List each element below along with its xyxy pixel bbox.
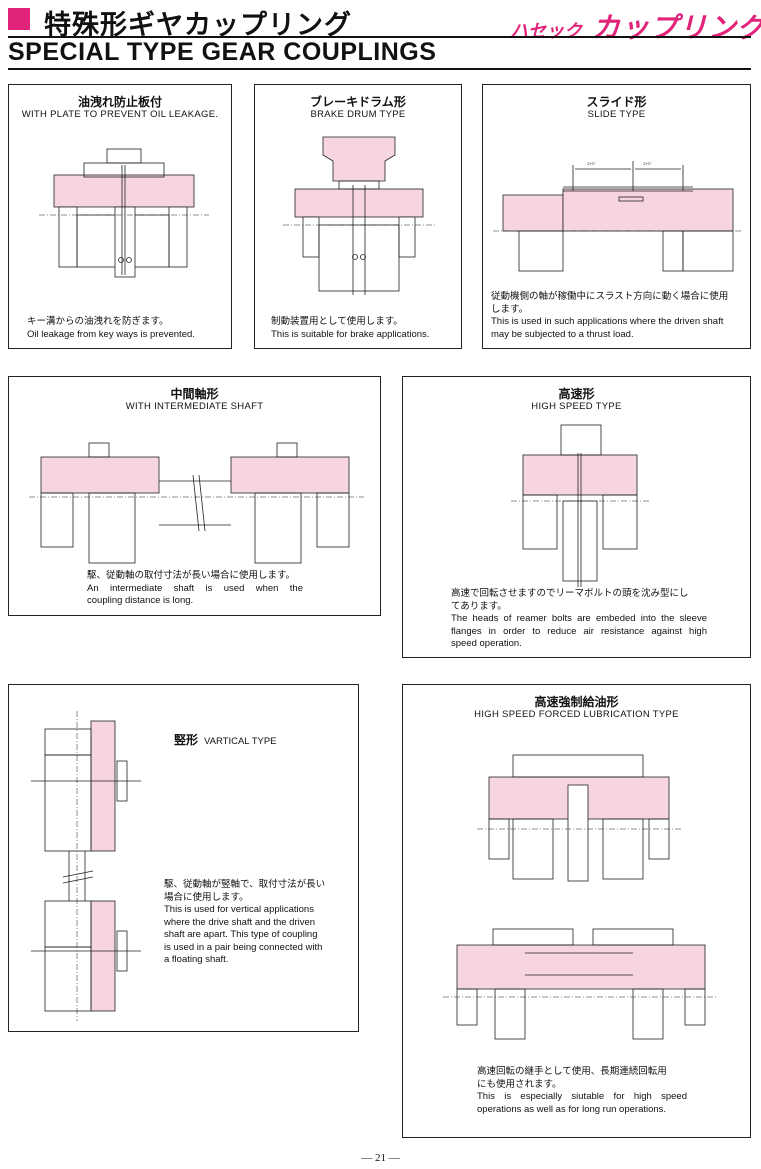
desc-line: 従動機側の軸が稼働中にスラスト方向に動く場合に使用 [491,291,729,302]
panel-description: 高速回転の継手として使用、長期連続回転用 にも使用されます。 This is e… [477,1066,687,1116]
panel-description: 駆、従動軸が竪軸で、取付寸法が長い 場合に使用します。 This is used… [164,879,344,967]
panel-title-en: HIGH SPEED TYPE [531,401,622,412]
desc-line: a floating shaft. [164,954,229,965]
desc-line: is used in a pair being connected with [164,941,323,953]
panel-description: キー溝からの油洩れを防ぎます。 Oil leakage from key way… [27,316,195,341]
figure-vertical [31,711,141,1021]
panel-title-en: SLIDE TYPE [587,109,646,120]
desc-line: coupling distance is long. [87,595,194,606]
panel-forced-lubrication: 高速強制給油形 HIGH SPEED FORCED LUBRICATION TY… [402,684,751,1138]
page-number: ― 21 ― [361,1152,400,1164]
desc-line: operations as well as for long run opera… [477,1103,667,1115]
desc-line: flanges in order to reduce air resistanc… [451,625,707,637]
panel-oil-leakage: 油洩れ防止板付 WITH PLATE TO PREVENT OIL LEAKAG… [8,84,232,349]
panel-intermediate-shaft: 中間軸形 WITH INTERMEDIATE SHAFT 駆、従動軸の取付寸法が… [8,376,381,616]
figure-high-speed [511,424,651,587]
panel-high-speed: 高速形 HIGH SPEED TYPE 高速で回転させますのでリーマボルトの頭を… [402,376,751,658]
desc-line: します。 [491,303,529,315]
panel-title-en: WITH PLATE TO PREVENT OIL LEAKAGE. [21,109,219,120]
desc-line: 制動装置用として使用します。 [271,316,403,327]
desc-line: てあります。 [451,600,507,612]
panel-title-en: HIGH SPEED FORCED LUBRICATION TYPE [474,709,679,720]
desc-line: 駆、従動軸が竪軸で、取付寸法が長い [164,879,326,890]
desc-line: 駆、従動軸の取付寸法が長い場合に使用します。 [87,570,296,581]
figure-forced-lubrication [443,754,717,1040]
desc-line: shaft are apart. This type of coupling [164,929,318,940]
panel-description: 駆、従動軸の取付寸法が長い場合に使用します。 An intermediate s… [87,570,303,608]
figure-intermediate-shaft [29,442,364,564]
panel-vertical: 竪形 VARTICAL TYPE 駆、従動軸が竪軸で、取付寸法が長い 場合に使用し… [8,684,359,1032]
panel-title-jp: 竪形 [174,733,199,747]
panel-slide: スライド形 SLIDE TYPE ｽﾗｲﾄﾞ ｽﾗｲﾄﾞ 従動機側の軸が稼働中に… [482,84,751,349]
brand-logo-big: カップリング [592,11,761,44]
desc-line: where the drive shaft and the driven [164,916,316,928]
brand-logo-small: ハセック [510,21,582,42]
panel-brake-drum: ブレーキドラム形 BRAKE DRUM TYPE 制動装置用として使用します。 … [254,84,462,349]
page-title-jp: 特殊形ギヤカップリング [44,10,352,41]
desc-line: 高速で回転させますのでリーマボルトの頭を沈み型にし [451,588,689,599]
panel-title-en: WITH INTERMEDIATE SHAFT [125,401,264,412]
panel-title-jp: スライド形 [586,95,647,109]
panel-title-jp: 高速形 [558,387,595,401]
panel-title-jp: 油洩れ防止板付 [77,95,162,109]
desc-line: The heads of reamer bolts are embeded in… [451,613,707,624]
desc-line: This is especially siutable for high spe… [477,1091,687,1102]
panel-title-jp: 高速強制給油形 [534,695,619,709]
panel-title-jp: 中間軸形 [170,387,219,401]
panel-title: 竪形 VARTICAL TYPE [174,729,277,748]
dim-label: ｽﾗｲﾄﾞ [587,161,597,166]
desc-line: This is used in such applications where … [491,316,724,327]
panel-description: 高速で回転させますのでリーマボルトの頭を沈み型にし てあります。 The hea… [451,588,707,651]
panel-description: 従動機側の軸が稼働中にスラスト方向に動く場合に使用 します。 This is u… [491,291,745,341]
desc-line: Oil leakage from key ways is prevented. [27,328,195,340]
desc-line: An intermediate shaft is used when the [87,582,303,594]
panel-title-jp: ブレーキドラム形 [310,95,406,109]
header-rule-top [8,36,751,38]
desc-line: This is used for vertical applications [164,904,314,915]
panel-title-en: BRAKE DRUM TYPE [310,109,406,120]
panel-title-en: VARTICAL TYPE [204,736,277,747]
page-title-en: SPECIAL TYPE GEAR COUPLINGS [8,38,437,66]
header-accent-square [8,8,30,30]
brand-logo: ハセックカップリング [510,6,761,46]
desc-line: speed operation. [451,638,522,649]
desc-line: This is suitable for brake applications. [271,328,430,340]
panel-description: 制動装置用として使用します。 This is suitable for brak… [271,316,429,341]
figure-oil-leakage [39,148,209,278]
desc-line: キー溝からの油洩れを防ぎます。 [27,316,169,327]
figure-brake-drum [283,136,435,295]
figure-slide: ｽﾗｲﾄﾞ ｽﾗｲﾄﾞ [493,161,743,272]
desc-line: 高速回転の継手として使用、長期連続回転用 [477,1066,667,1077]
header-rule-bottom [8,68,751,70]
desc-line: にも使用されます。 [477,1078,562,1090]
desc-line: may be subjected to a thrust load. [491,328,634,340]
desc-line: 場合に使用します。 [164,891,249,903]
dim-label: ｽﾗｲﾄﾞ [643,161,653,166]
